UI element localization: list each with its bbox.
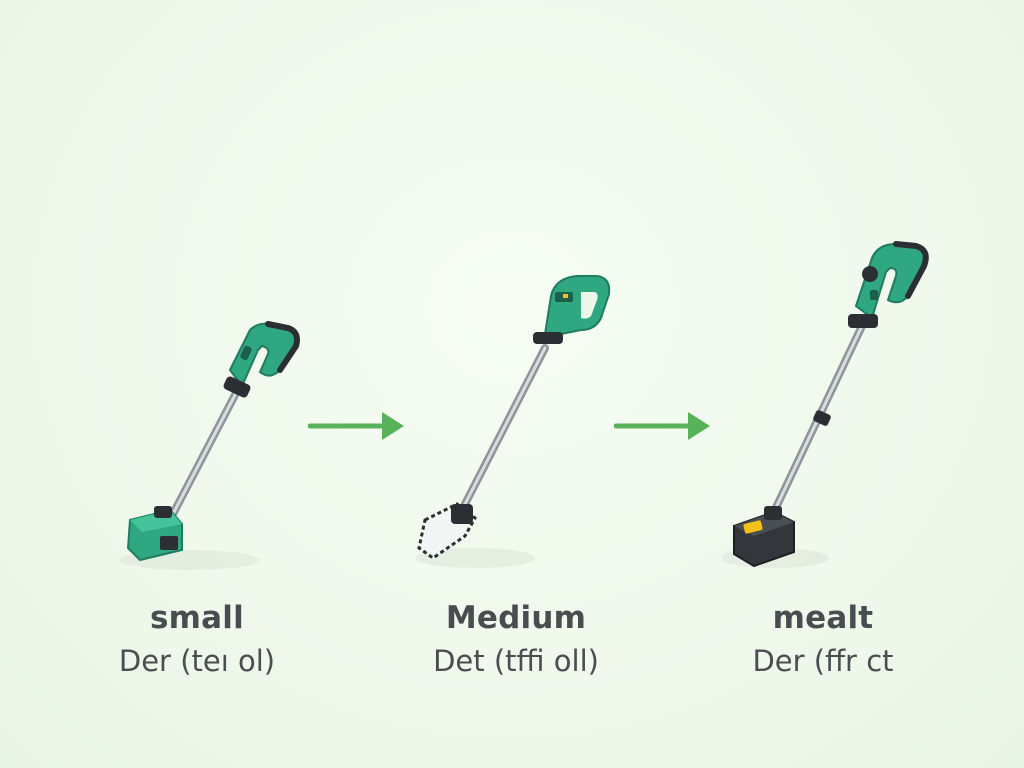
- option-subtitle: Der (ffr ct: [752, 644, 894, 678]
- option-title: mealt: [772, 600, 874, 636]
- arrow-right-icon: [308, 412, 404, 440]
- option-title: small: [150, 600, 244, 636]
- large-trimmer-icon: [722, 241, 929, 568]
- option-title: Medium: [445, 600, 587, 636]
- pole-saw-icon: [415, 275, 611, 568]
- option-subtitle: Det (tffi oll): [433, 644, 599, 678]
- option-medium: Medium Det (tffi oll): [386, 600, 646, 678]
- arrow-right-icon: [614, 412, 710, 440]
- option-small: small Der (teı ol): [67, 600, 327, 678]
- option-subtitle: Der (teı ol): [118, 644, 276, 678]
- option-large: mealt Der (ffr ct: [693, 600, 953, 678]
- small-trimmer-icon: [120, 321, 300, 570]
